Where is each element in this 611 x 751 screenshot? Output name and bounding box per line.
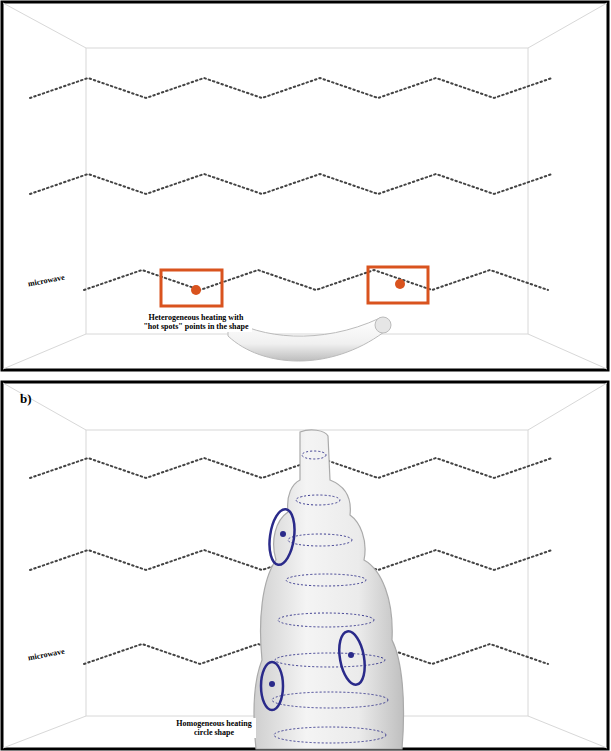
heating-ring xyxy=(286,574,366,586)
wave-line xyxy=(30,458,552,478)
heating-ring xyxy=(278,613,374,627)
hot-spot xyxy=(395,279,405,289)
wave-line xyxy=(84,270,548,290)
wave-line xyxy=(30,78,552,98)
heating-ring xyxy=(302,451,326,459)
oven-cavity xyxy=(3,3,607,369)
heating-ring xyxy=(296,495,340,505)
bar-end xyxy=(375,317,391,333)
hot-spot-box xyxy=(161,270,222,306)
homogeneous-points xyxy=(269,531,354,687)
panel-letter: b) xyxy=(20,392,32,407)
hot-spot xyxy=(191,285,201,295)
hot-spot-box xyxy=(368,267,428,303)
panel-frame xyxy=(2,2,608,370)
heating-rings xyxy=(272,451,388,743)
heating-ring xyxy=(272,692,388,708)
caption-text: Homogeneous heating circle shape xyxy=(172,718,256,738)
circle-shape-sample xyxy=(254,430,404,749)
homogeneous-marks xyxy=(261,508,369,710)
caption-text: Heterogeneous heating with "hot spots" p… xyxy=(140,312,252,332)
heating-ring xyxy=(274,727,386,743)
panel-frame xyxy=(2,382,608,749)
oven-cavity xyxy=(3,383,607,748)
heating-ring xyxy=(288,534,352,546)
wave-line xyxy=(30,174,552,194)
heating-ring xyxy=(275,653,385,667)
